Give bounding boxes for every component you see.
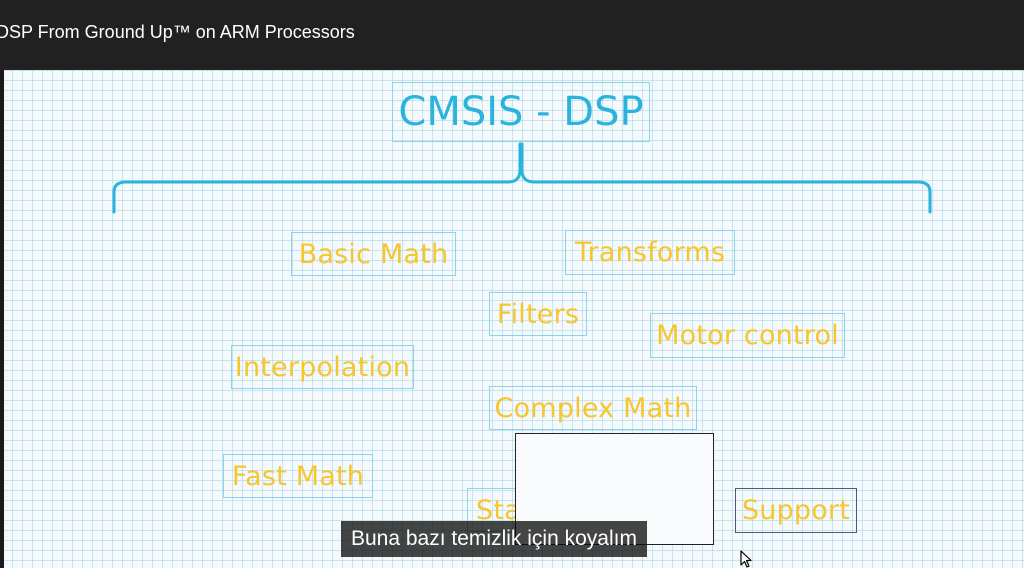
module-transforms: Transforms (565, 230, 735, 275)
module-motor-control: Motor control (650, 313, 845, 358)
module-filters: Filters (489, 292, 587, 336)
module-complex-math: Complex Math (489, 386, 697, 430)
module-interpolation: Interpolation (231, 345, 414, 389)
module-basic-math: Basic Math (291, 232, 456, 276)
bracket-diagram-line (112, 142, 932, 214)
video-title[interactable]: DSP From Ground Up™ on ARM Processors (0, 22, 355, 42)
player-left-edge (0, 70, 4, 568)
video-player[interactable]: CMSIS - DSP Basic Math Transforms Filter… (2, 70, 1024, 568)
mouse-cursor-icon (740, 550, 752, 568)
subtitle-caption: Buna bazı temizlik için koyalım (341, 521, 647, 557)
cmsis-dsp-title: CMSIS - DSP (392, 82, 650, 142)
module-support: Support (735, 488, 857, 533)
module-fast-math: Fast Math (223, 454, 373, 498)
module-statistics: Sta (467, 488, 537, 532)
video-title-bar: DSP From Ground Up™ on ARM Processors (0, 0, 1024, 70)
